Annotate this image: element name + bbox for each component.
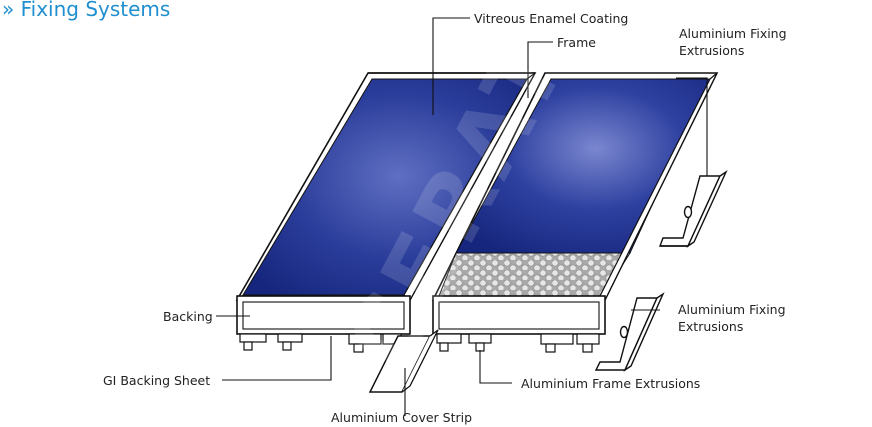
label-aluminium-frame-extrusions: Aluminium Frame Extrusions	[521, 376, 701, 391]
label-frame: Frame	[557, 35, 596, 50]
label-backing: Backing	[163, 309, 213, 324]
label-aluminium-fixing-bottom-line2: Extrusions	[678, 319, 744, 334]
fixing-extrusion-bottom	[594, 292, 665, 372]
label-aluminium-cover-strip: Aluminium Cover Strip	[331, 410, 473, 425]
leader-lines	[216, 17, 708, 416]
label-vitreous-enamel-coating: Vitreous Enamel Coating	[474, 11, 629, 26]
label-aluminium-fixing-bottom-line1: Aluminium Fixing	[678, 302, 786, 317]
page-title: » Fixing Systems	[2, 0, 171, 21]
left-frame-extrusions	[239, 333, 402, 353]
label-aluminium-fixing-top-line1: Aluminium Fixing	[679, 26, 787, 41]
left-panel	[235, 72, 537, 353]
fixing-extrusion-top	[658, 170, 728, 248]
label-gi-backing-sheet: GI Backing Sheet	[103, 373, 211, 388]
right-frame-extrusions	[436, 333, 600, 353]
right-panel	[431, 72, 719, 353]
label-aluminium-fixing-top-line2: Extrusions	[679, 43, 745, 58]
